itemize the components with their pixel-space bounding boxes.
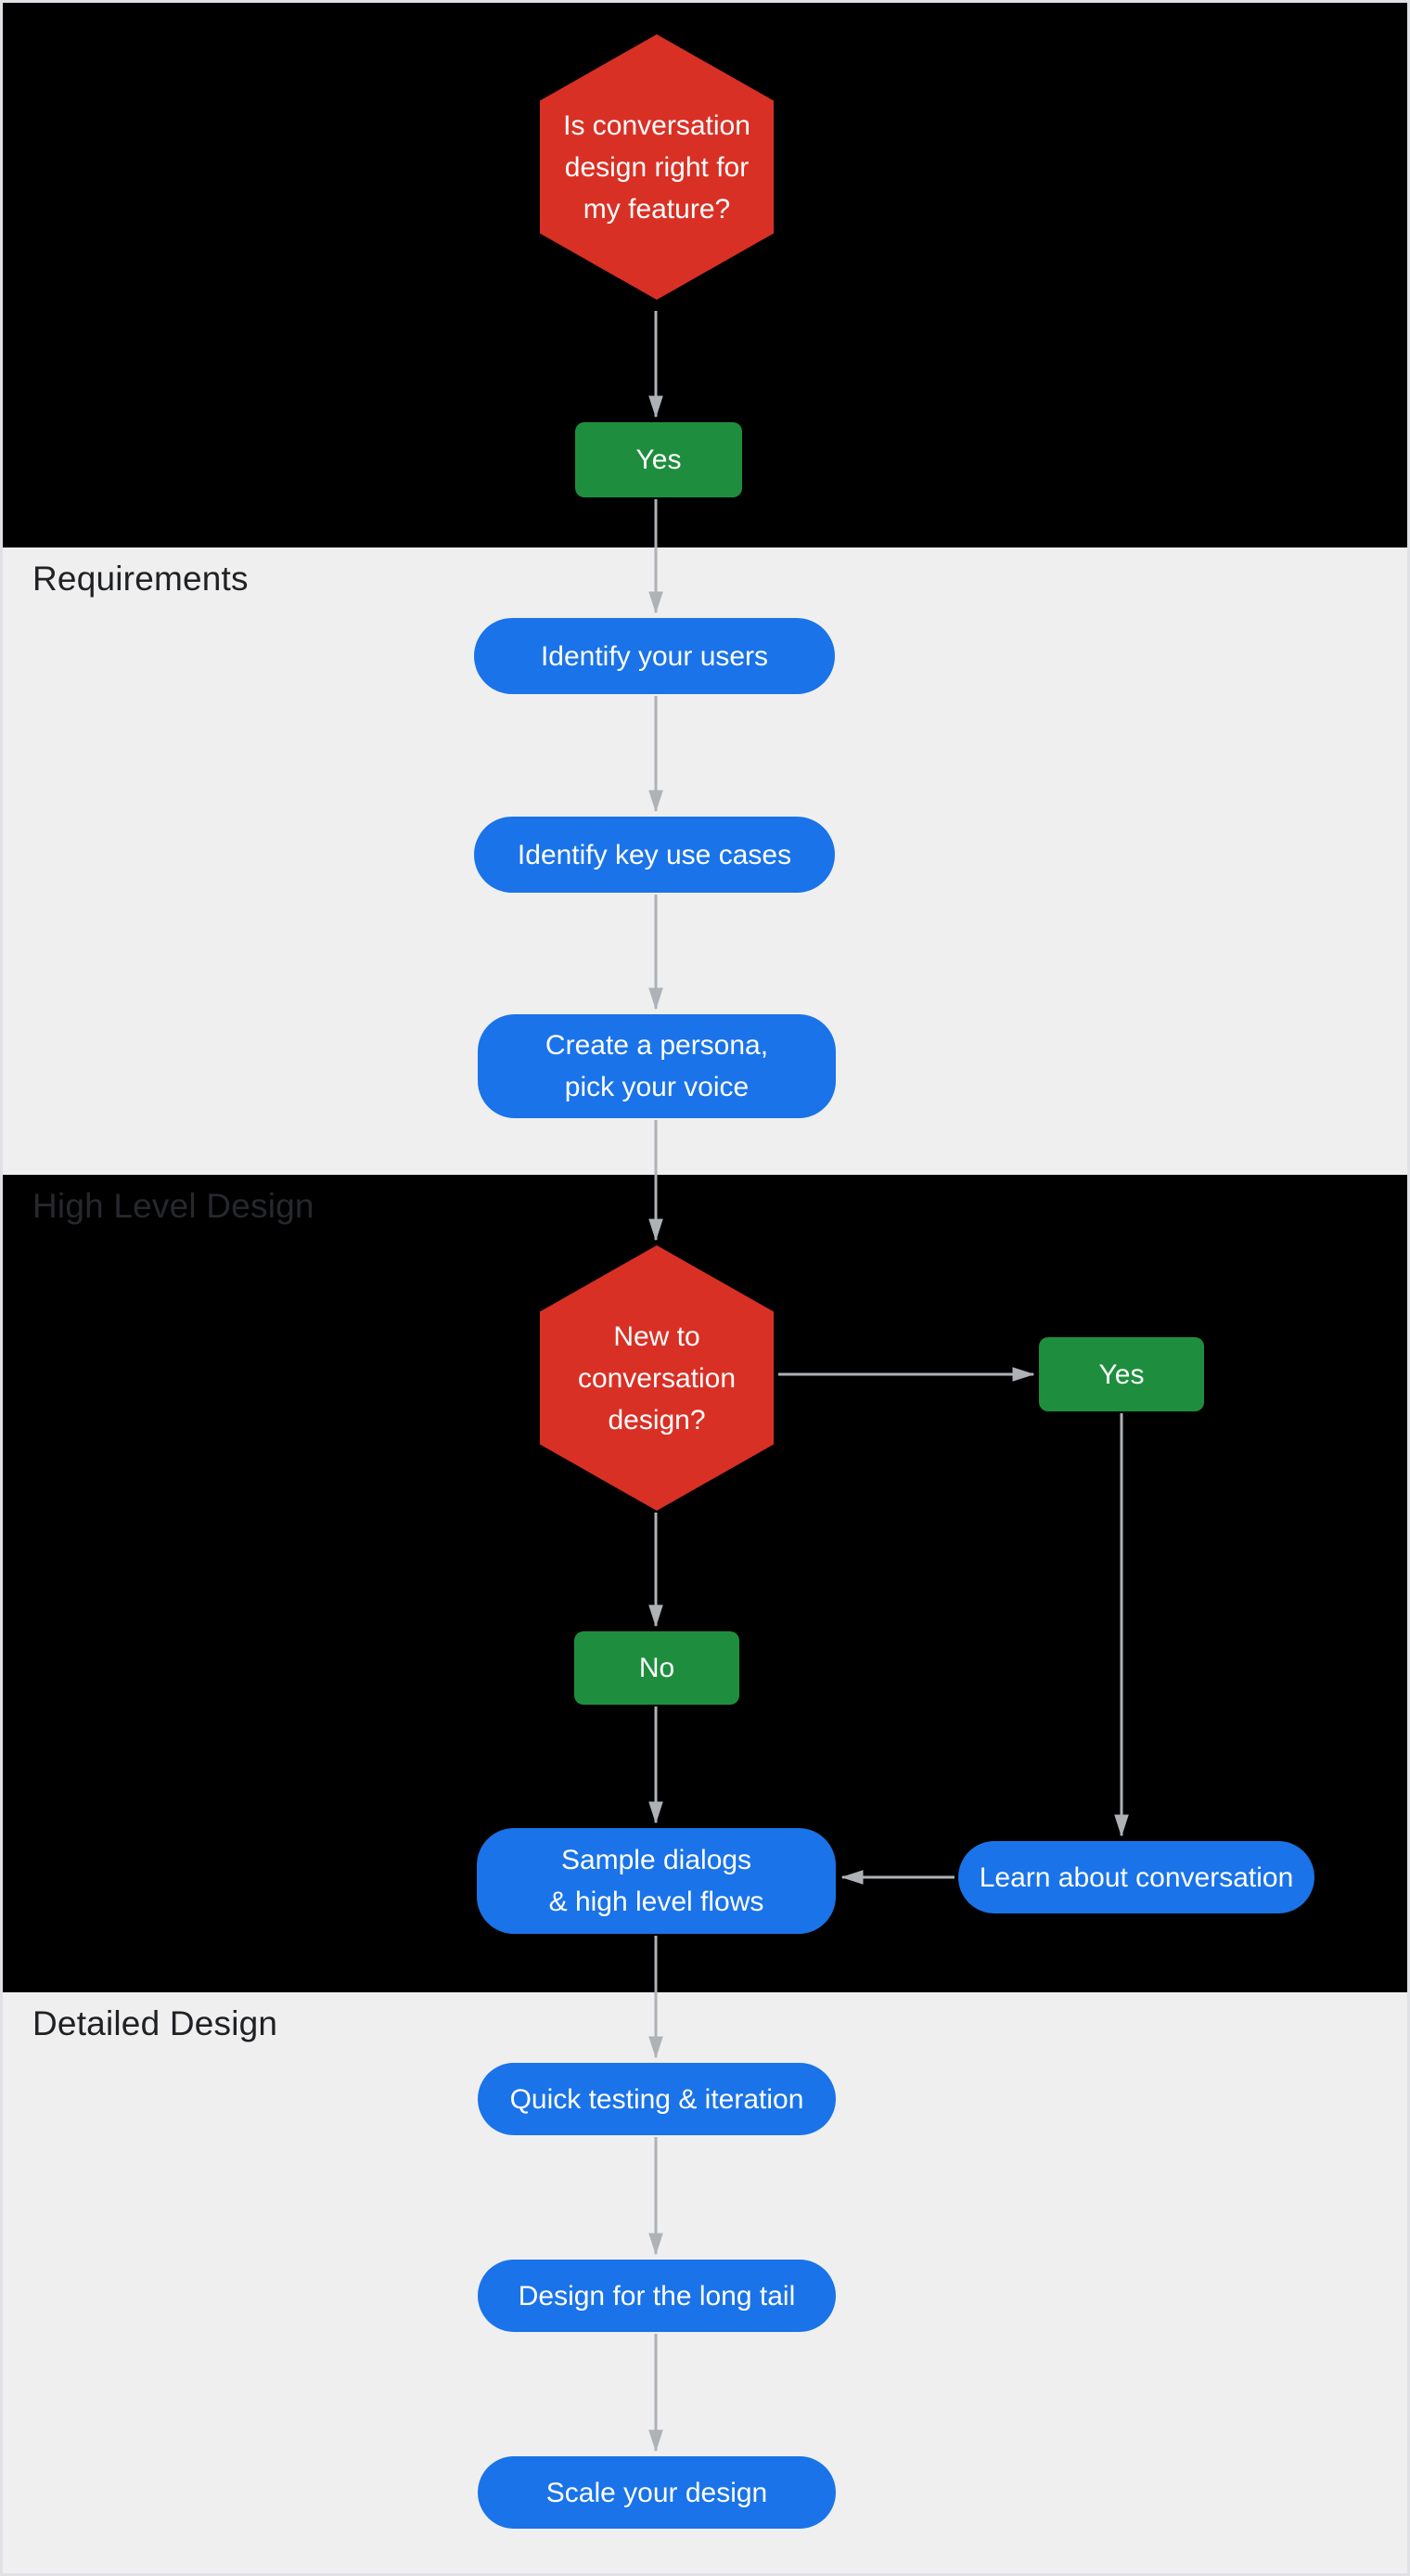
step-line: Create a persona,	[545, 1030, 769, 1061]
decision-line: design right for	[564, 151, 750, 183]
answer-no-button[interactable]: No	[574, 1631, 739, 1705]
step-design-for-long-tail[interactable]: Design for the long tail	[478, 2260, 836, 2332]
step-identify-key-use-cases[interactable]: Identify key use cases	[474, 817, 835, 893]
step-line: pick your voice	[564, 1072, 750, 1102]
decision-line: design?	[608, 1404, 706, 1436]
section-label-detailed-design: Detailed Design	[32, 2004, 278, 2042]
answer-yes-button[interactable]: Yes	[1039, 1337, 1204, 1411]
decision-line: my feature?	[583, 193, 731, 225]
step-identify-your-users[interactable]: Identify your users	[474, 618, 835, 694]
decision-line: New to	[613, 1320, 700, 1352]
step-scale-your-design[interactable]: Scale your design	[478, 2456, 836, 2529]
step-quick-testing-iteration[interactable]: Quick testing & iteration	[478, 2063, 836, 2135]
answer-yes-button[interactable]: Yes	[575, 422, 742, 497]
decision-line: conversation	[577, 1362, 737, 1394]
step-learn-about-conversation[interactable]: Learn about conversation	[958, 1841, 1314, 1913]
section-label-high-level-design: High Level Design	[32, 1187, 314, 1225]
step-sample-dialogs-high-level-flows[interactable]: Sample dialogs & high level flows	[477, 1828, 836, 1934]
section-label-requirements: Requirements	[32, 560, 249, 598]
step-line: & high level flows	[548, 1887, 764, 1917]
step-create-persona-pick-voice[interactable]: Create a persona, pick your voice	[478, 1014, 836, 1118]
decision-line: Is conversation	[563, 109, 750, 141]
step-line: Sample dialogs	[560, 1845, 752, 1875]
